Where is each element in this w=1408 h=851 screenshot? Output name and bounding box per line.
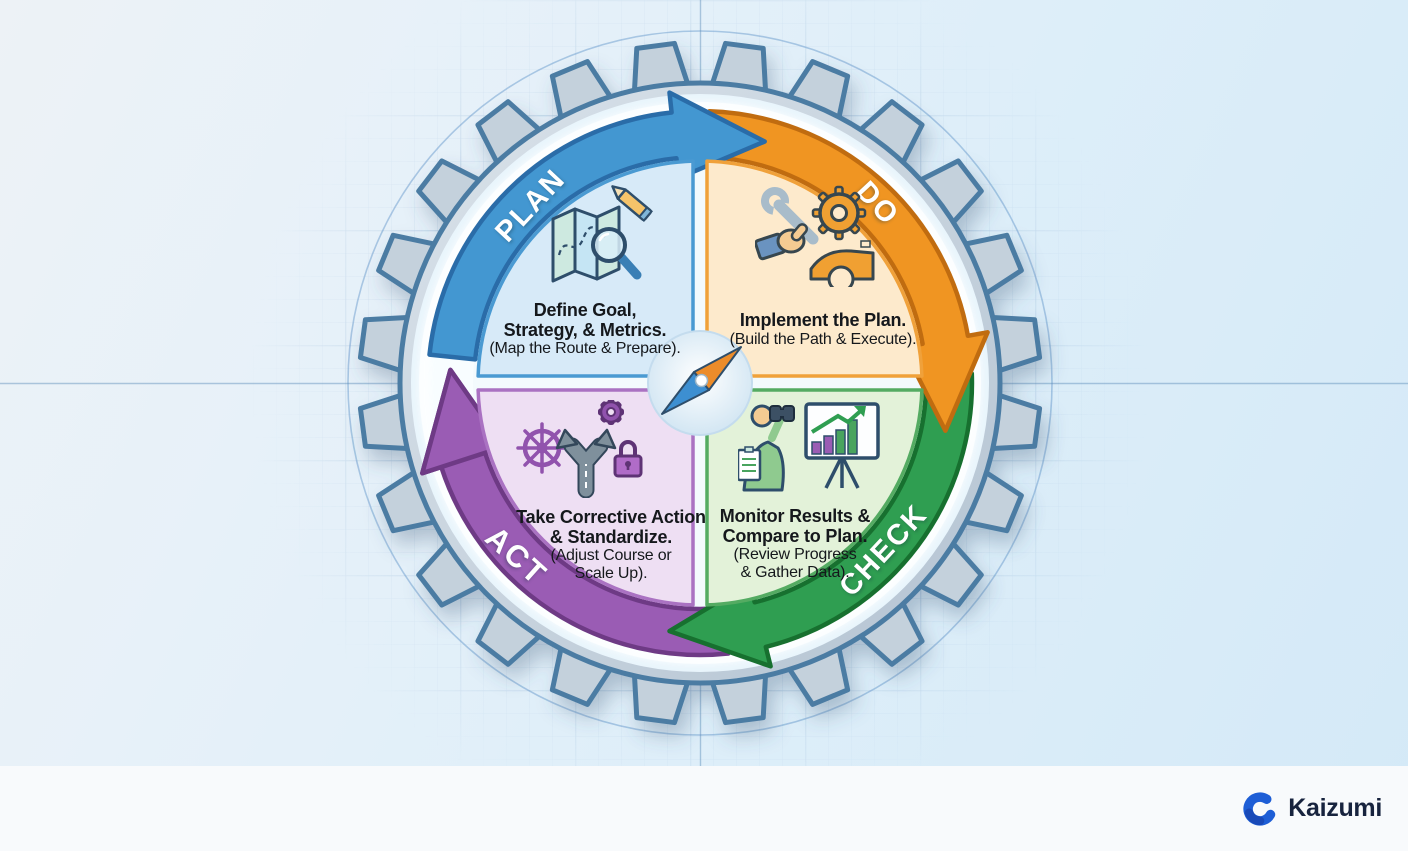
brand-name: Kaizumi — [1288, 794, 1382, 822]
check-subtitle-line2: & Gather Data). — [740, 563, 850, 581]
compass-icon — [647, 330, 753, 436]
footer-bar: Kaizumi — [0, 766, 1408, 851]
fork-road — [555, 428, 617, 498]
check-quadrant-text: Monitor Results & Compare to Plan. (Revi… — [670, 506, 920, 581]
act-arrowhead — [420, 367, 507, 476]
do-quadrant-text: Implement the Plan. (Build the Path & Ex… — [692, 310, 954, 348]
map-magnifier-pencil-icon — [551, 185, 653, 283]
plan-title-line2: Strategy, & Metrics. — [503, 319, 667, 340]
act-subtitle-line2: Scale Up). — [574, 564, 648, 582]
plan-arrow — [427, 90, 767, 362]
act-title-line2: & Standardize. — [549, 526, 673, 547]
plan-title-line1: Define Goal, — [533, 300, 637, 320]
act-title-line1: Take Corrective Action — [516, 507, 706, 527]
easel-chart — [804, 402, 880, 489]
hand-wrench-gear-icon — [755, 185, 875, 287]
lock — [613, 440, 643, 478]
check-subtitle-line1: (Review Progress — [733, 546, 857, 563]
act-subtitle-line1: (Adjust Course or — [550, 547, 672, 564]
diagram-overlay: PLAN DO CHECK ACT — [455, 163, 954, 603]
bridge-part — [809, 240, 875, 287]
ship-wheel-fork-lock-icon — [516, 400, 643, 498]
clipboard — [738, 446, 762, 482]
binoculars-chart-icon — [738, 402, 880, 492]
small-gear — [598, 400, 624, 425]
gear-part — [811, 185, 867, 241]
hand-part — [755, 223, 809, 261]
ship-wheel — [516, 422, 568, 474]
wrench-part — [761, 187, 819, 245]
do-title-line1: Implement the Plan. — [739, 310, 907, 330]
act-quadrant-text: Take Corrective Action & Standardize. (A… — [480, 507, 742, 582]
brand-lockup: Kaizumi — [1241, 790, 1382, 828]
wave-c-icon — [1243, 791, 1277, 826]
check-title-line2: Compare to Plan. — [722, 525, 868, 546]
plan-subtitle-line1: (Map the Route & Prepare). — [489, 340, 681, 357]
do-subtitle-line1: (Build the Path & Execute). — [729, 330, 917, 348]
check-title-line1: Monitor Results & — [719, 506, 871, 526]
plan-quadrant-text: Define Goal, Strategy, & Metrics. (Map t… — [455, 300, 715, 358]
